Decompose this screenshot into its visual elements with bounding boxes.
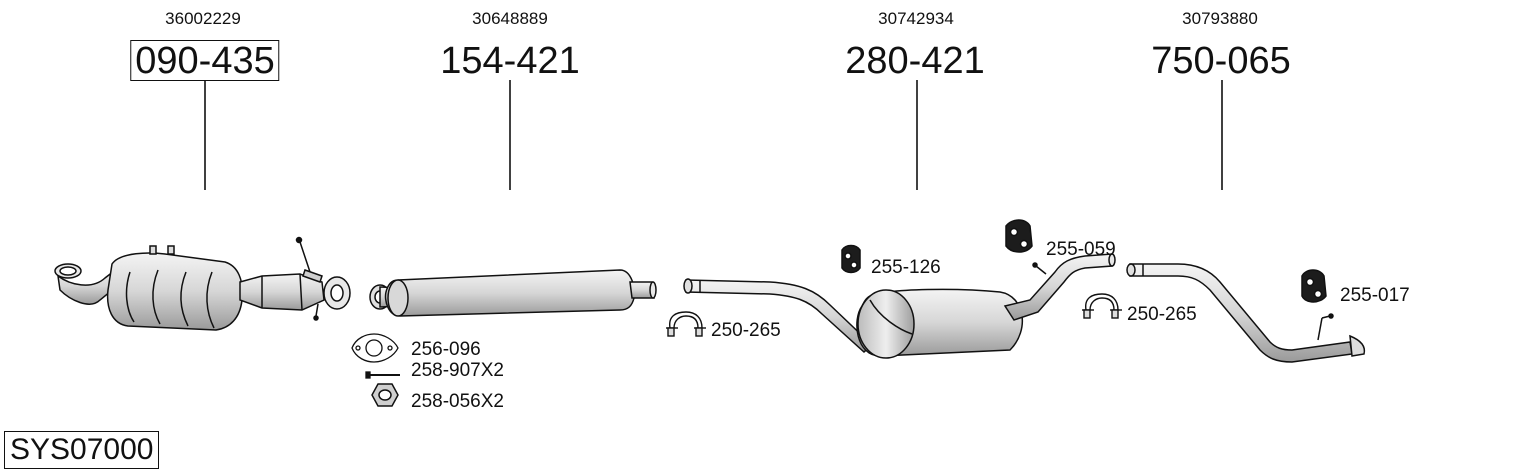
accessory-label-gasket[interactable]: 256-096 [411, 339, 481, 360]
rubber-hanger-icon-255-059 [1005, 219, 1033, 253]
rubber-hanger-icon-255-126 [841, 244, 861, 274]
clamp-icon [666, 311, 706, 337]
clamp-icon-2 [1082, 293, 1122, 319]
bolt-icon [365, 371, 400, 379]
rear-pipe-drawing [1126, 263, 1366, 363]
part-number-3[interactable]: 280-421 [845, 40, 985, 82]
system-code-badge: SYS07000 [4, 431, 160, 469]
accessory-label-clamp-1[interactable]: 250-265 [711, 320, 781, 341]
oe-number-1: 36002229 [165, 9, 241, 28]
rubber-hanger-icon-255-017 [1301, 269, 1327, 303]
front-silencer-drawing [369, 269, 657, 317]
part-number-4[interactable]: 750-065 [1151, 40, 1291, 82]
part-number-1[interactable]: 090-435 [130, 40, 280, 81]
oe-number-3: 30742934 [878, 9, 954, 28]
accessory-label-hanger-3[interactable]: 255-017 [1340, 285, 1410, 306]
accessory-label-nut[interactable]: 258-056X2 [411, 391, 504, 412]
nut-icon [371, 383, 399, 407]
accessory-label-clamp-2[interactable]: 250-265 [1127, 304, 1197, 325]
accessory-label-bolt[interactable]: 258-907X2 [411, 360, 504, 381]
gasket-icon [351, 333, 399, 363]
accessory-label-hanger-1[interactable]: 255-126 [871, 257, 941, 278]
part-number-2[interactable]: 154-421 [440, 40, 580, 82]
middle-silencer-drawing [683, 253, 1116, 359]
accessory-label-hanger-2[interactable]: 255-059 [1046, 239, 1116, 260]
oe-number-2: 30648889 [472, 9, 548, 28]
catalytic-converter-drawing [54, 236, 351, 331]
oe-number-4: 30793880 [1182, 9, 1258, 28]
